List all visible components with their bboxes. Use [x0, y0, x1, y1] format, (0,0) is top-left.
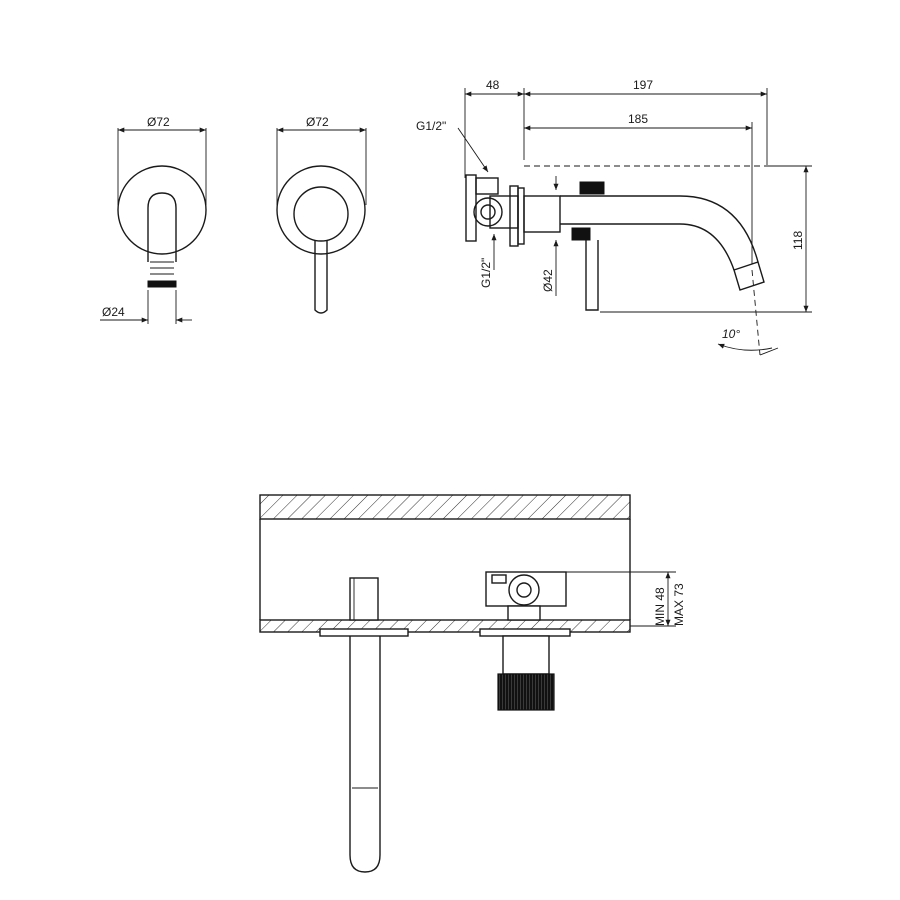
outlet-axis	[751, 269, 761, 356]
aerator	[147, 280, 177, 288]
lever-handle	[314, 240, 328, 314]
valve-box-tab	[491, 574, 507, 584]
mixer-body	[523, 195, 561, 233]
valve-connector	[475, 177, 499, 195]
handle-knob-top	[579, 181, 605, 195]
wall-plate	[509, 185, 519, 247]
spout-reach-label: 185	[628, 112, 648, 126]
knurled-handle	[497, 673, 555, 711]
handle-knob-bottom	[571, 227, 591, 241]
angle-label: 10°	[722, 327, 740, 341]
installation-section-view: MIN 48 MAX 73	[259, 494, 686, 873]
spout-vertical	[349, 636, 381, 873]
valve-port-section	[516, 582, 532, 598]
handle-cap	[293, 186, 349, 242]
spout-inlet-block	[349, 577, 379, 621]
overall-length-label: 197	[633, 78, 653, 92]
spout-diameter-label: Ø24	[102, 305, 125, 319]
lever-front-view: Ø72	[276, 115, 367, 314]
min-depth-label: MIN 48	[653, 587, 667, 626]
top-wall-slab	[259, 494, 631, 520]
side-view: 48 197 185 G1/2" 118	[416, 78, 812, 356]
thread-top-leader	[457, 127, 489, 173]
wall-box-flange	[465, 174, 477, 242]
valve-cartridge	[489, 195, 519, 229]
wall-rosette	[117, 165, 207, 255]
max-depth-label: MAX 73	[672, 583, 686, 626]
spout-front-view: Ø72 Ø24	[100, 115, 207, 324]
valve-wall-plate	[479, 628, 571, 637]
wall-plate-outer	[517, 187, 525, 245]
wall-rosette	[276, 165, 366, 255]
height-label: 118	[791, 231, 805, 250]
angle-arc	[717, 343, 773, 351]
thread-top-label: G1/2"	[416, 119, 446, 133]
side-lever	[585, 240, 599, 311]
spout-arm	[560, 195, 759, 271]
valve-port	[480, 204, 496, 220]
valve-body-section	[508, 574, 540, 606]
spout-outlet	[733, 261, 765, 291]
depth-label: 48	[486, 78, 500, 92]
spout-body	[147, 192, 177, 262]
thread-side-label: G1/2"	[479, 258, 493, 288]
angle-leg	[759, 347, 779, 356]
handle-dia-label: Ø42	[541, 269, 555, 292]
valve-neck	[507, 605, 541, 621]
outer-diameter-label: Ø72	[147, 115, 170, 129]
handle-sleeve	[502, 635, 550, 675]
outlet-edge	[739, 281, 765, 291]
front-wall-slab	[259, 619, 631, 633]
spout-wall-plate	[319, 628, 409, 637]
outer-diameter-label: Ø72	[306, 115, 329, 129]
valve-body	[473, 197, 503, 227]
